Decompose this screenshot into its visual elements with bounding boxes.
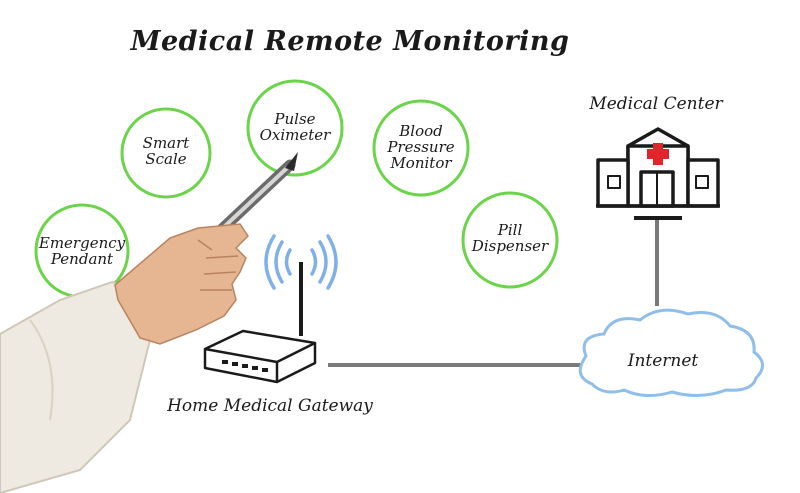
hospital-icon bbox=[596, 127, 720, 220]
smart-scale-circle bbox=[120, 107, 212, 199]
emergency-pendant-label: Emergency Pendant bbox=[38, 234, 126, 268]
diagram-title: Medical Remote Monitoring bbox=[130, 26, 570, 57]
gateway-label: Home Medical Gateway bbox=[167, 396, 373, 416]
blood-pressure-circle bbox=[372, 99, 470, 197]
blood-pressure-monitor-label: Blood Pressure Monitor bbox=[387, 122, 455, 172]
cloud-icon bbox=[578, 308, 764, 397]
hand-illustration bbox=[0, 223, 249, 493]
router-icon bbox=[203, 262, 317, 384]
pulse-oximeter-label: Pulse Oximeter bbox=[259, 110, 331, 144]
pulse-oximeter-circle bbox=[246, 79, 344, 177]
pill-dispenser-label: Pill Dispenser bbox=[471, 221, 549, 255]
pill-dispenser-circle bbox=[461, 191, 559, 289]
red-cross-icon bbox=[647, 143, 669, 165]
wifi-icon bbox=[264, 234, 338, 290]
smart-scale-label: Smart Scale bbox=[142, 134, 190, 168]
medical-center-label: Medical Center bbox=[589, 94, 723, 114]
internet-label: Internet bbox=[627, 351, 699, 371]
